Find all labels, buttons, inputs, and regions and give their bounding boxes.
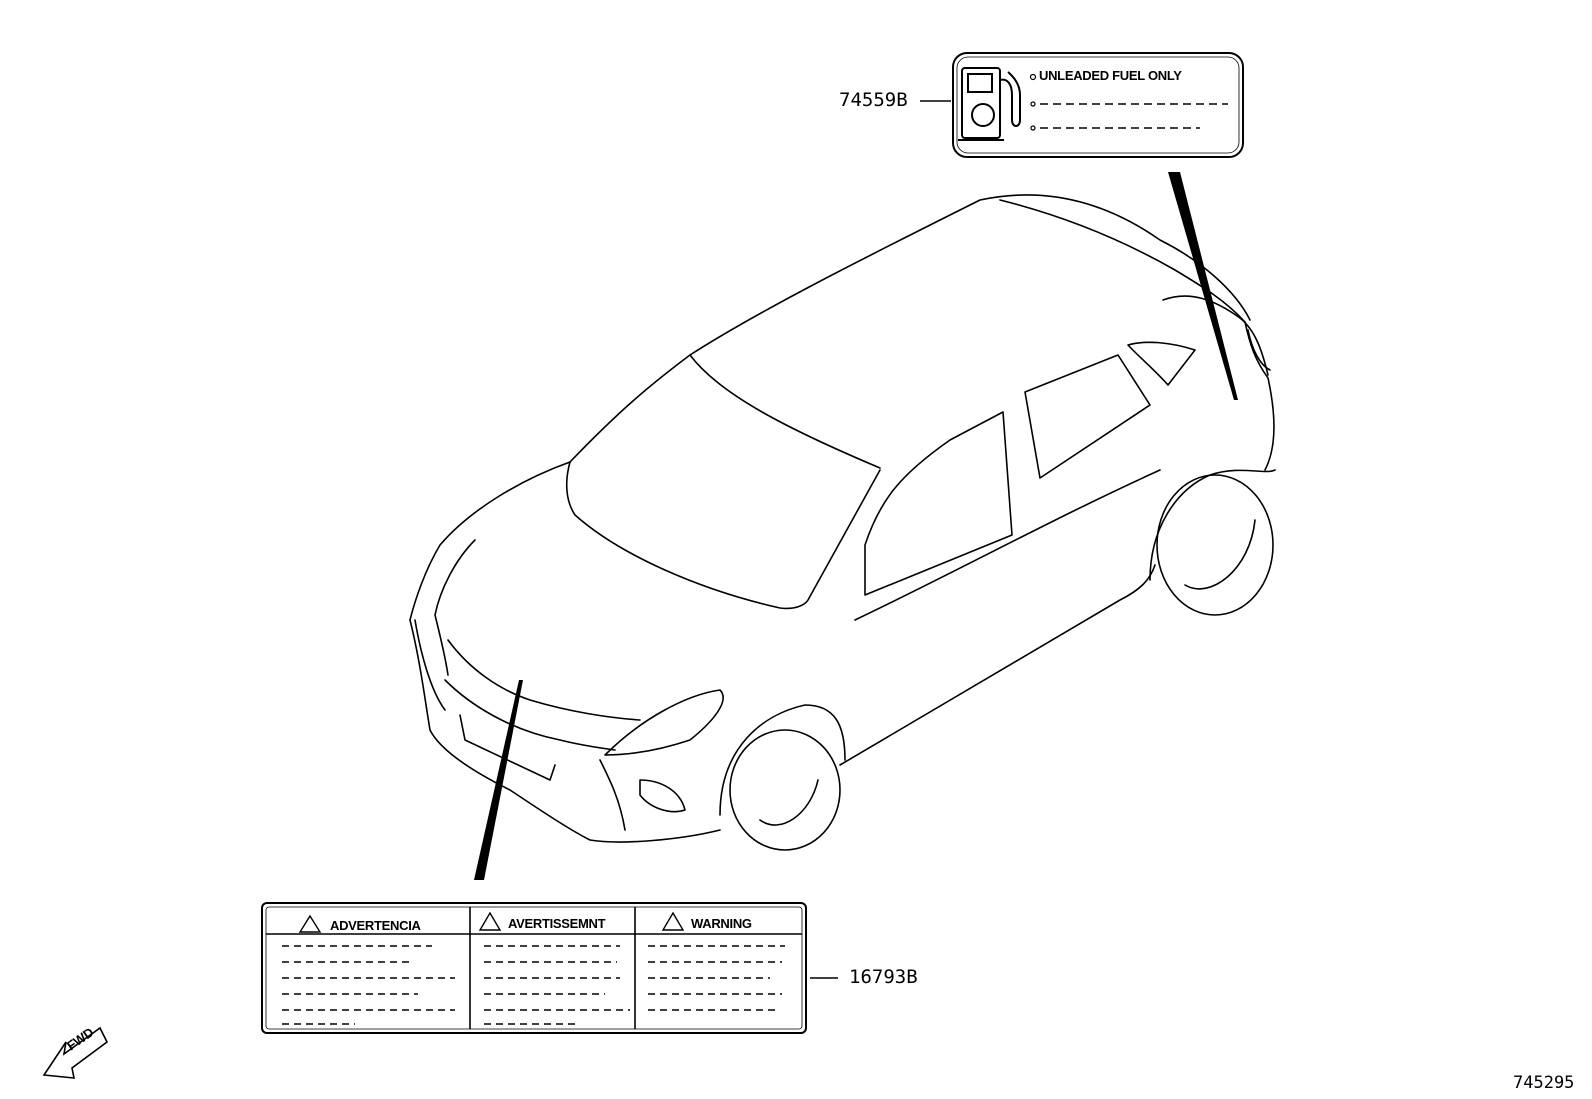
- rear-arch: [1149, 469, 1276, 581]
- fuel-pump-icon: [958, 67, 1021, 141]
- warning-heading-english: WARNING: [691, 916, 752, 931]
- roof-line: [569, 194, 1251, 463]
- headlamp: [604, 689, 724, 756]
- front-wheel: [729, 729, 841, 851]
- warning-heading-spanish: ADVERTENCIA: [330, 918, 421, 933]
- belt-line: [854, 469, 1161, 621]
- windshield-bottom: [565, 461, 881, 610]
- roof-rail: [999, 199, 1246, 323]
- fog-lamp: [639, 779, 686, 813]
- fuel-label-text: UNLEADED FUEL ONLY: [1039, 68, 1182, 83]
- hood-edge: [409, 461, 571, 621]
- bumper-crease: [599, 759, 626, 831]
- hood-crease: [434, 539, 476, 676]
- figure-number: 745295: [1513, 1073, 1575, 1093]
- rocker-line: [839, 564, 1156, 766]
- rear-side-window: [1024, 354, 1151, 479]
- quarter-window: [1127, 341, 1196, 386]
- warning-heading-french: AVERTISSEMNT: [508, 916, 606, 931]
- rear-wheel-hub: [1184, 519, 1256, 590]
- warning-label-part-number: 16793B: [849, 966, 918, 988]
- fuel-label-part-number: 74559B: [839, 89, 908, 111]
- fwd-arrow-icon: [42, 1026, 109, 1079]
- fuel-label-leader: [1168, 172, 1238, 400]
- rear-wheel: [1156, 474, 1274, 616]
- front-corner: [414, 619, 446, 711]
- car-outline: [409, 194, 1276, 851]
- warning-label: [261, 902, 807, 1034]
- warning-label-leader: [474, 680, 523, 880]
- warning-text-placeholders: [282, 945, 785, 1025]
- front-bumper: [409, 619, 721, 843]
- windshield-top: [689, 354, 881, 469]
- front-side-window: [864, 411, 1013, 596]
- license-plate-area: [459, 714, 556, 781]
- grille-bottom: [444, 679, 616, 751]
- grille-top: [447, 639, 641, 721]
- warning-triangle-icons: [298, 911, 685, 933]
- fuel-label: [952, 52, 1244, 158]
- rear-spoiler: [1162, 295, 1269, 376]
- rear-lamp: [1247, 329, 1271, 371]
- front-wheel-hub: [759, 779, 819, 826]
- rear-hatch: [1244, 321, 1275, 471]
- front-arch: [719, 704, 846, 816]
